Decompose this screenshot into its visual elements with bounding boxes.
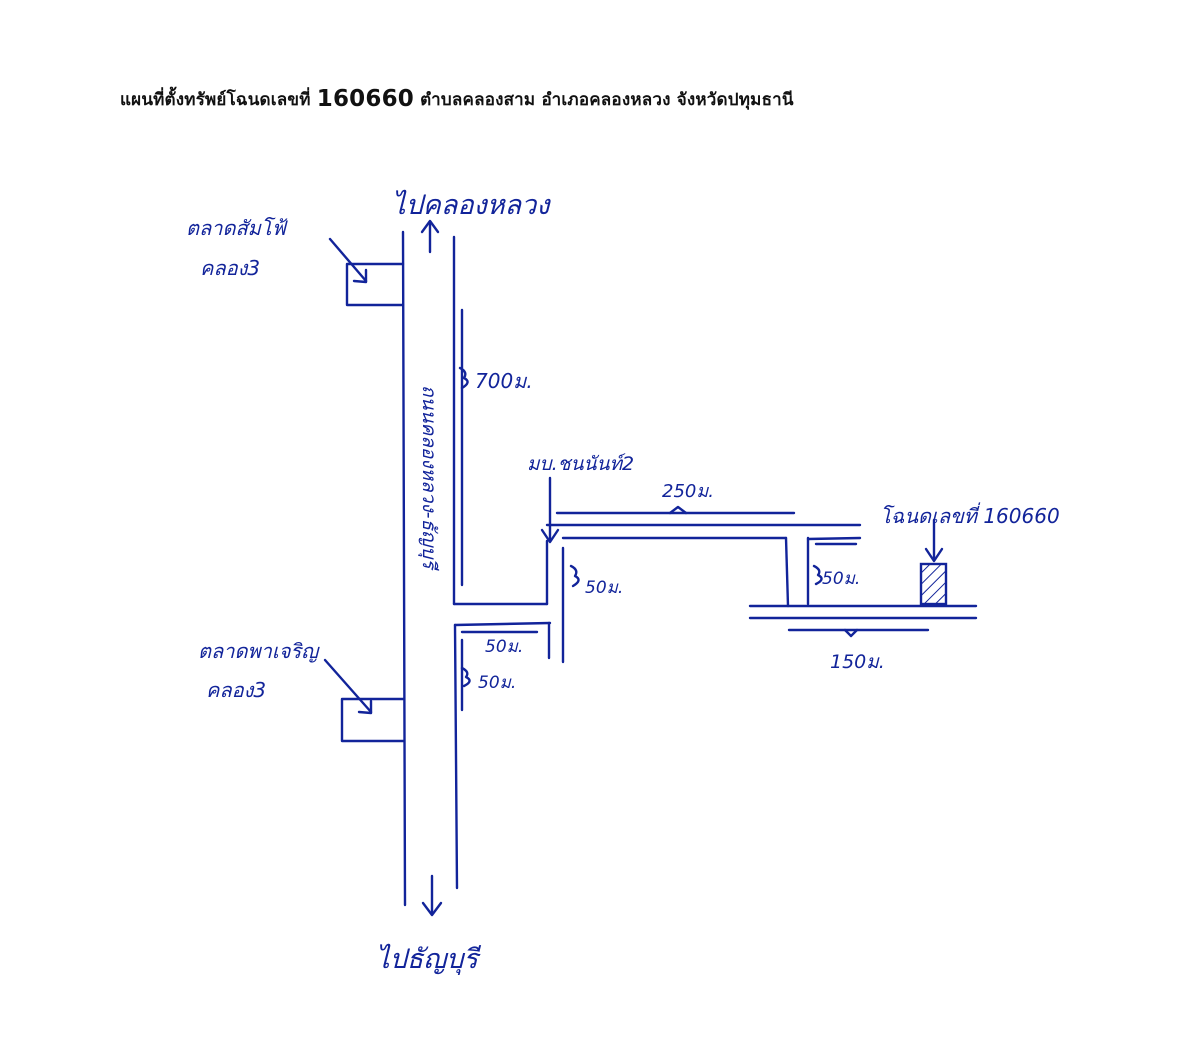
- side-road: [452, 539, 565, 664]
- north-arrow-icon: [420, 219, 440, 254]
- turn-50-brace: [812, 564, 823, 586]
- village-road: [545, 523, 862, 608]
- map-title: แผนที่ตั้งทรัพย์โฉนดเลขที่ 160660 ตำบลคล…: [120, 86, 794, 113]
- market-2-sub-label: คลอง3: [206, 678, 266, 702]
- distance-700-label: 700ม.: [475, 369, 533, 393]
- village-entry-label: 50ม.: [585, 578, 623, 598]
- main-road-label: ถนนคลองหลวง-ธัญบุรี: [418, 385, 440, 572]
- village-entry-brace: [569, 564, 580, 588]
- village-road-250-tick: [668, 505, 688, 515]
- title-prefix: แผนที่ตั้งทรัพย์โฉนดเลขที่: [120, 90, 311, 110]
- main-road-right-edge-lower: [453, 623, 459, 890]
- distance-700-brace: [458, 366, 469, 390]
- side-road-50b-brace: [460, 666, 471, 688]
- market-1-building: [328, 237, 405, 307]
- market-1-sub-label: คลอง3: [200, 256, 260, 280]
- side-road-50-label: 50ม.: [485, 637, 523, 657]
- market-2-label: ตลาดพาเจริญ: [198, 639, 320, 663]
- main-road: [401, 230, 459, 907]
- direction-north-label: ไปคลองหลวง: [392, 189, 551, 221]
- plot-label: โฉนดเลขที่ 160660: [880, 502, 1060, 528]
- south-arrow-icon: [421, 874, 443, 917]
- deed-number: 160660: [316, 86, 414, 112]
- village-label: มบ.ชนนันท์2: [527, 453, 634, 475]
- main-road-left-edge: [401, 230, 407, 907]
- village-arrow-icon: [540, 476, 560, 544]
- plot-marker: [919, 562, 948, 606]
- final-150-tick: [843, 628, 859, 638]
- plot-arrow-icon: [924, 518, 944, 563]
- direction-south-label: ไปธัญบุรี: [376, 943, 482, 976]
- village-road-250-label: 250ม.: [662, 481, 714, 502]
- market-1-label: ตลาดสัมโฟ้: [186, 216, 289, 240]
- final-150-label: 150ม.: [830, 651, 885, 673]
- market-2-building: [323, 658, 406, 743]
- side-road-50b-label: 50ม.: [478, 673, 516, 693]
- title-suffix: ตำบลคลองสาม อำเภอคลองหลวง จังหวัดปทุมธาน…: [420, 90, 794, 110]
- final-road: [748, 604, 978, 620]
- turn-50-label: 50ม.: [822, 569, 860, 589]
